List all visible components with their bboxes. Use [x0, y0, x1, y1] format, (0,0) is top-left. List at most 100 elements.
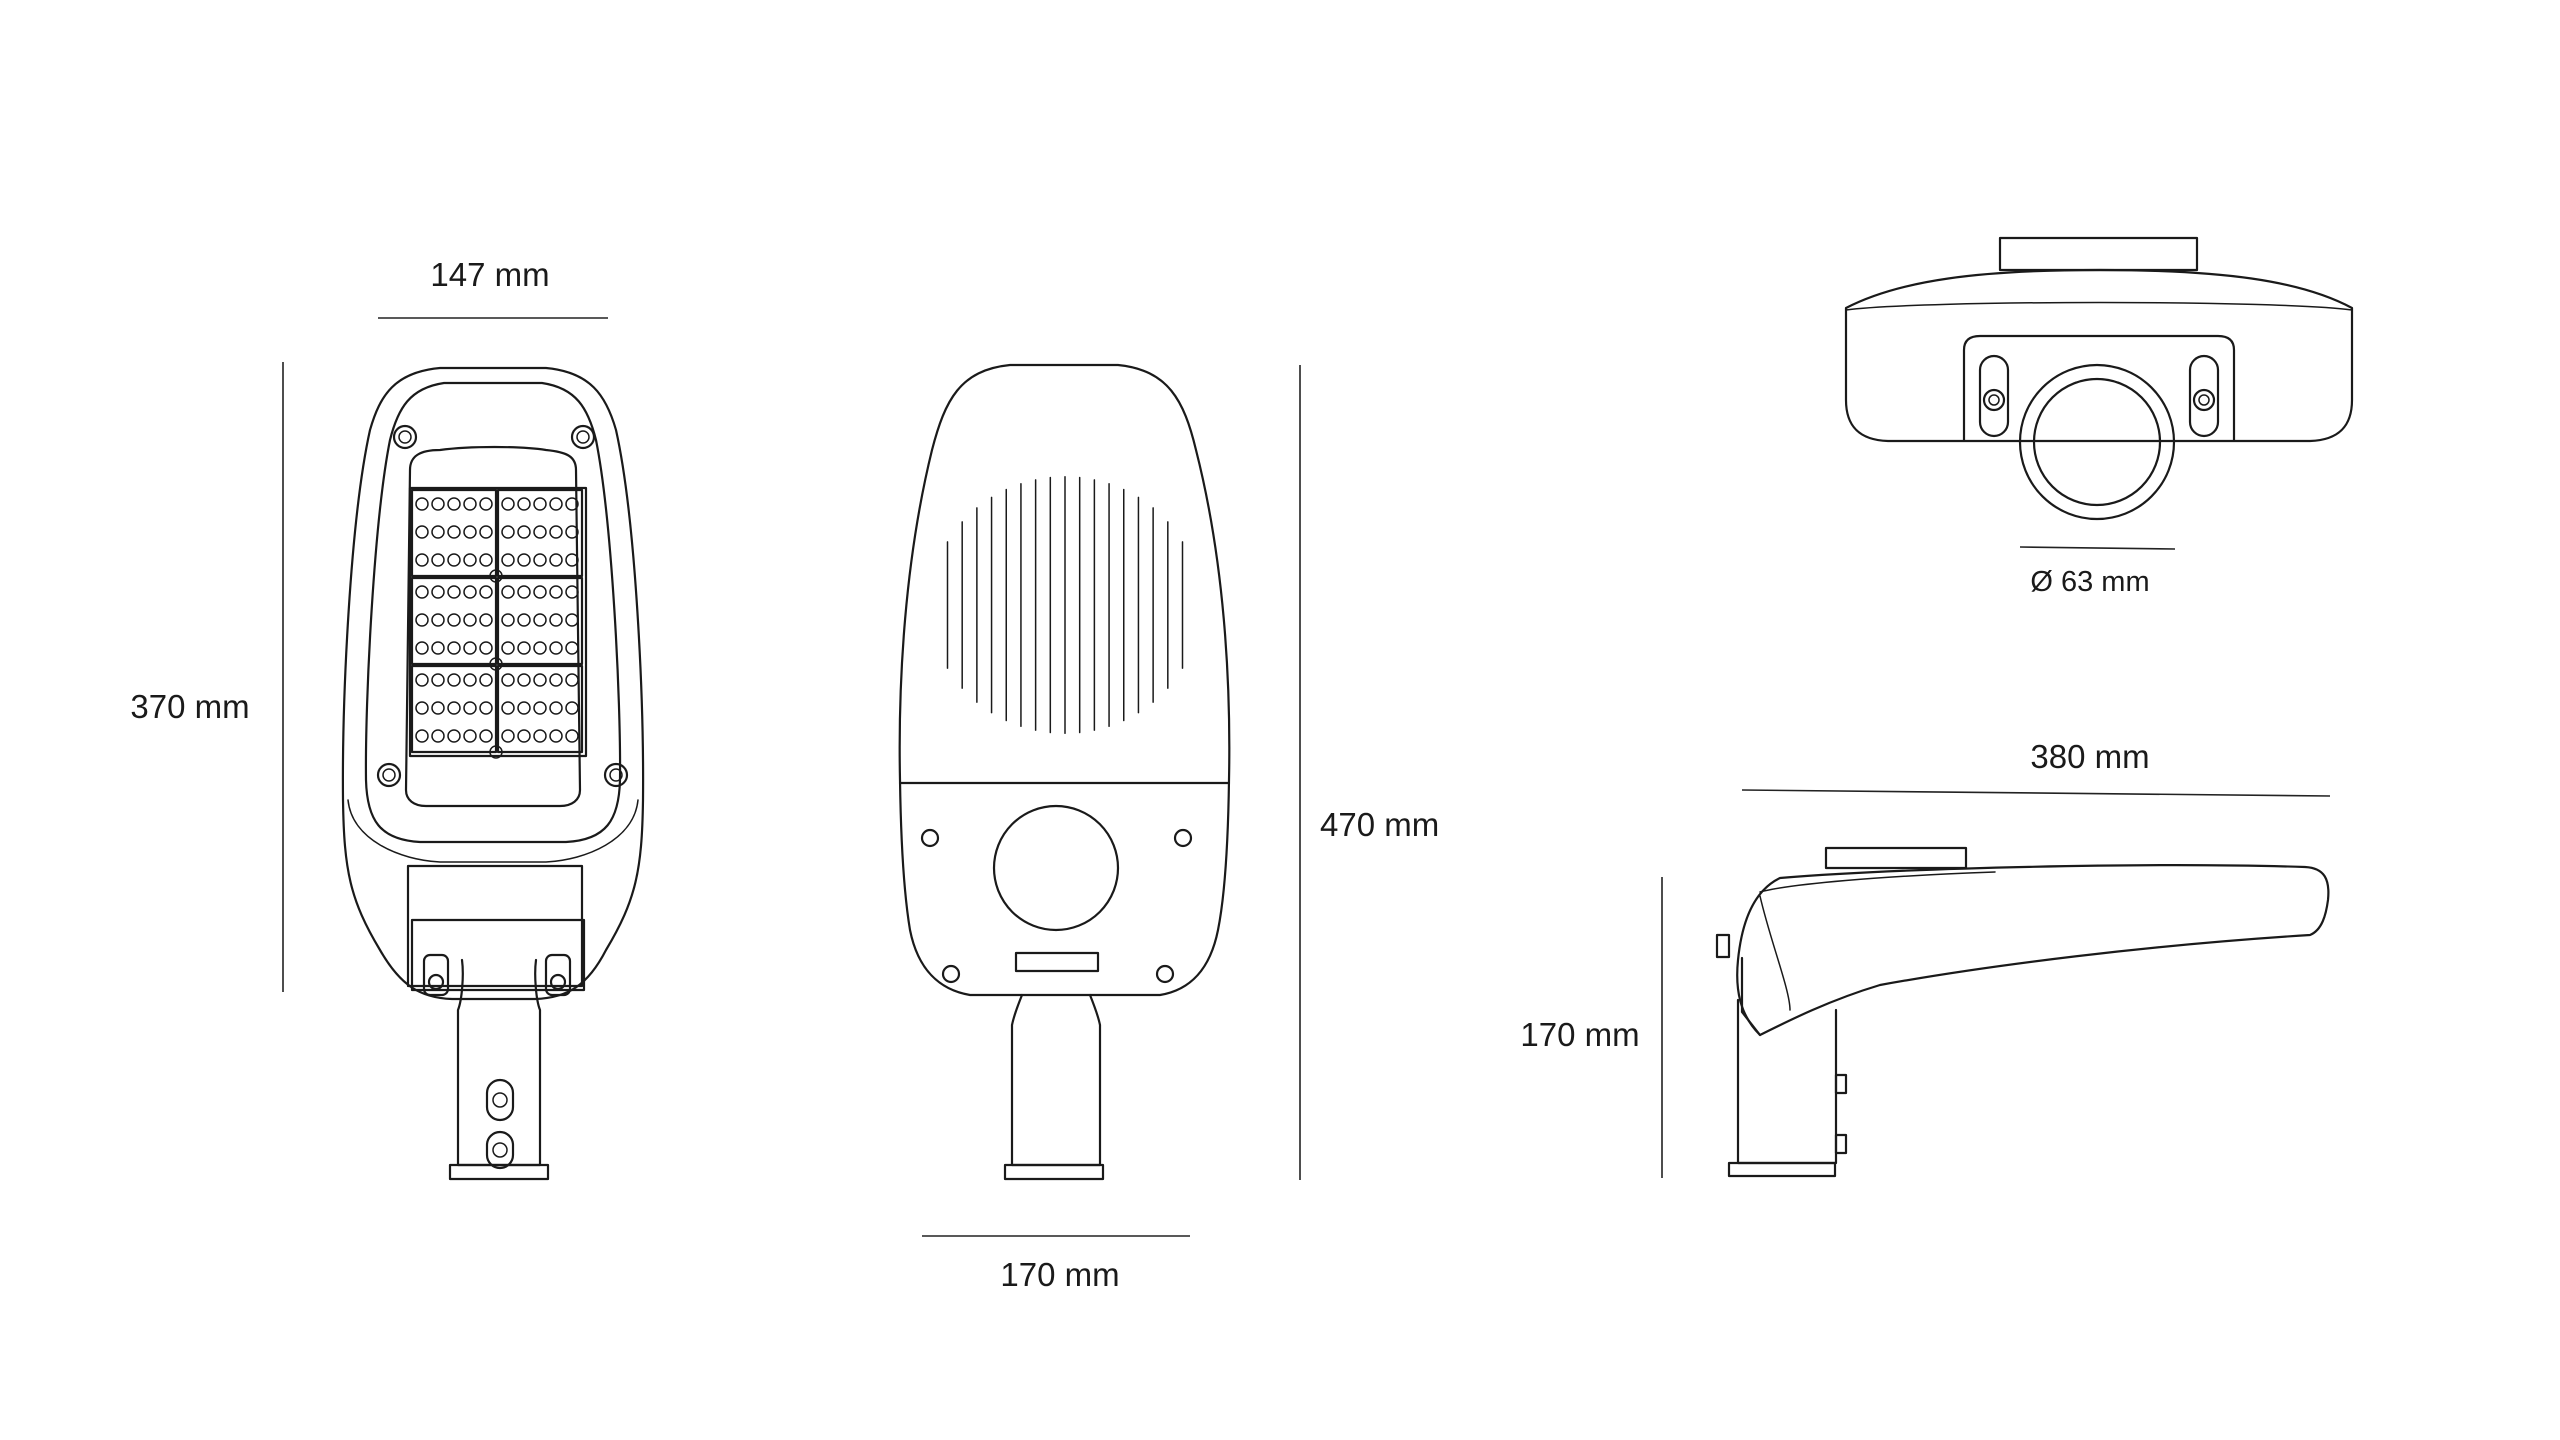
- led-lens: [415, 525, 429, 539]
- led-module: [496, 488, 584, 578]
- led-lens: [463, 585, 477, 599]
- led-lens: [549, 641, 563, 655]
- led-lens: [431, 553, 445, 567]
- top-view-housing: [1844, 268, 2354, 443]
- front-housing-outline: [341, 366, 645, 1001]
- led-lens: [565, 553, 579, 567]
- led-lens: [463, 701, 477, 715]
- led-lens: [479, 701, 493, 715]
- front-screw-top-left: [392, 424, 418, 450]
- led-lens: [501, 701, 515, 715]
- side-view-diffuser-curve: [1759, 895, 1791, 1011]
- led-window-frame: [404, 445, 582, 808]
- top-view-slot-left: [1978, 354, 2010, 438]
- side-length-dimension-line: [1741, 789, 2331, 797]
- led-lens: [533, 525, 547, 539]
- led-lens: [517, 701, 531, 715]
- led-lens: [463, 553, 477, 567]
- led-lens: [463, 673, 477, 687]
- front-mount-plate: [406, 864, 584, 988]
- led-lens: [565, 673, 579, 687]
- led-lens: [549, 525, 563, 539]
- led-lens: [565, 613, 579, 627]
- top-diameter-dimension-line: [2019, 546, 2176, 550]
- led-lens: [565, 729, 579, 743]
- front-pole-base: [448, 1163, 550, 1181]
- top-diameter-label: Ø 63 mm: [2030, 566, 2150, 598]
- led-lens: [517, 525, 531, 539]
- led-lens: [463, 497, 477, 511]
- back-screw-lower-right: [1155, 964, 1175, 984]
- front-height-label: 370 mm: [130, 688, 250, 725]
- side-view-cap: [1824, 846, 1968, 870]
- front-screw-bottom-right: [603, 762, 629, 788]
- led-module: [496, 576, 584, 666]
- led-lens: [517, 673, 531, 687]
- front-clamp-bolt-left: [427, 973, 445, 991]
- led-lens: [463, 613, 477, 627]
- led-lens: [415, 641, 429, 655]
- led-lens: [479, 497, 493, 511]
- led-module: [410, 576, 498, 666]
- led-module: [410, 488, 498, 578]
- led-lens: [501, 497, 515, 511]
- led-lens: [549, 673, 563, 687]
- led-lens: [415, 553, 429, 567]
- led-lens: [517, 613, 531, 627]
- led-lens: [463, 729, 477, 743]
- front-screw-bottom-left: [376, 762, 402, 788]
- led-lens: [431, 497, 445, 511]
- led-lens: [565, 525, 579, 539]
- top-view-pole-inner: [2032, 377, 2162, 507]
- top-view: [1844, 236, 2354, 550]
- led-lens: [447, 585, 461, 599]
- led-lens: [431, 729, 445, 743]
- back-label-plate: [1014, 951, 1100, 973]
- front-clamp-slot-left: [422, 953, 450, 997]
- led-lens: [533, 613, 547, 627]
- led-lens: [479, 729, 493, 743]
- led-lens: [501, 613, 515, 627]
- led-lens: [565, 641, 579, 655]
- led-lens: [431, 585, 445, 599]
- led-lens: [549, 613, 563, 627]
- led-lens: [533, 585, 547, 599]
- led-lens: [479, 585, 493, 599]
- led-lens: [415, 585, 429, 599]
- led-lens: [501, 641, 515, 655]
- led-lens: [447, 673, 461, 687]
- back-pole-spigot: [1010, 993, 1102, 1167]
- side-height-label: 170 mm: [1520, 1016, 1640, 1053]
- front-pole-slot-upper: [485, 1078, 515, 1122]
- top-view-pole-outer: [2018, 363, 2176, 521]
- led-module-block: [408, 486, 588, 758]
- led-lens: [447, 525, 461, 539]
- front-pole-bolt-lower: [492, 1142, 508, 1158]
- top-view-bracket: [1962, 334, 2236, 442]
- top-view-slot-right: [2188, 354, 2220, 438]
- top-view-bolt-left: [1982, 388, 2006, 412]
- led-lens: [431, 701, 445, 715]
- side-view-pole-base: [1727, 1161, 1837, 1178]
- led-lens: [431, 525, 445, 539]
- led-lens: [415, 613, 429, 627]
- led-lens: [447, 729, 461, 743]
- back-width-label: 170 mm: [1000, 1256, 1120, 1293]
- led-lens: [533, 497, 547, 511]
- led-lens: [501, 673, 515, 687]
- led-lens: [501, 525, 515, 539]
- side-view-clamp-tab-upper: [1834, 1073, 1848, 1095]
- side-view: [1661, 789, 2331, 1178]
- side-view-housing: [1736, 864, 2330, 1037]
- led-lens: [533, 553, 547, 567]
- led-lens: [549, 553, 563, 567]
- led-lens: [447, 613, 461, 627]
- led-lens: [549, 729, 563, 743]
- led-lens: [447, 553, 461, 567]
- back-screw-upper-left: [920, 828, 940, 848]
- front-screw-top-right: [570, 424, 596, 450]
- front-clamp-slot-right: [544, 953, 572, 997]
- led-lens: [565, 497, 579, 511]
- led-module-grid: [410, 488, 584, 759]
